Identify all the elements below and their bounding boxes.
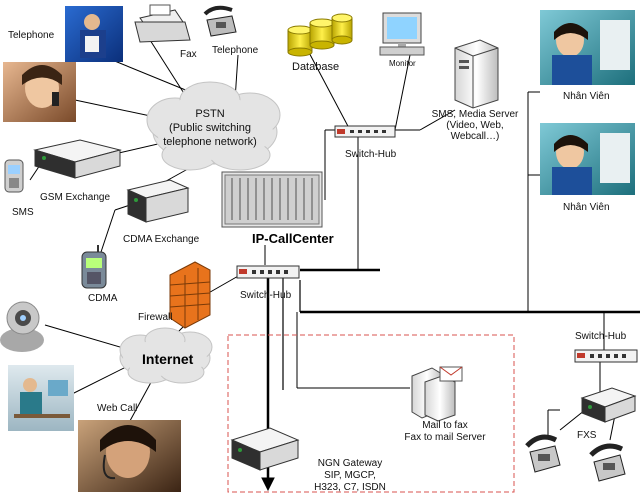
label-ngn-3: H323, C7, ISDN <box>314 482 386 493</box>
internet-cloud <box>119 327 213 384</box>
label-nhan-vien-1: Nhân Viên <box>563 91 610 102</box>
mail-fax-server-icon <box>411 366 463 422</box>
pstn-cloud <box>146 81 281 171</box>
label-database: Database <box>292 61 339 73</box>
ngn-gateway-device <box>230 427 300 471</box>
webcam-photo <box>0 301 44 352</box>
desk-phone-fxs-1 <box>525 434 561 473</box>
media-server-icon <box>454 39 499 109</box>
telephone-user-photo <box>65 6 123 62</box>
label-telephone-fax: Telephone <box>212 45 259 56</box>
label-mail-fax-2: Fax to mail Server <box>404 432 486 443</box>
label-internet: Internet <box>142 351 194 367</box>
label-monitor: Monitor <box>389 59 416 68</box>
label-switch-hub-top: Switch-Hub <box>345 149 397 160</box>
desk-telephone-icon <box>203 5 237 37</box>
label-gsm-exchange: GSM Exchange <box>40 192 110 203</box>
label-mail-fax-1: Mail to fax <box>422 420 468 431</box>
sms-phone-icon <box>4 159 24 193</box>
label-switch-hub-right: Switch-Hub <box>575 331 627 342</box>
label-ngn-2: SIP, MGCP, <box>324 470 376 481</box>
agent-photo-2 <box>540 123 635 195</box>
cdma-exchange-device <box>126 179 190 223</box>
label-cdma: CDMA <box>88 293 118 304</box>
database-icon <box>287 13 353 57</box>
label-media-server-3: Webcall…) <box>451 131 500 142</box>
label-ngn-1: NGN Gateway <box>318 458 382 469</box>
web-call-photo <box>8 365 74 431</box>
label-firewall: Firewall <box>138 312 172 323</box>
firewall-icon <box>169 261 211 329</box>
label-pstn-1: PSTN <box>195 108 224 120</box>
label-sms: SMS <box>12 207 34 218</box>
label-media-server-2: (Video, Web, <box>446 120 503 131</box>
switch-hub-main <box>236 265 300 279</box>
fax-icon <box>134 4 191 43</box>
ip-callcenter-rack <box>221 171 323 228</box>
label-pstn-2: (Public switching <box>169 122 251 134</box>
switch-hub-right <box>574 349 638 363</box>
agent-photo-1 <box>540 10 635 85</box>
label-nhan-vien-2: Nhân Viên <box>563 202 610 213</box>
server-zone-border <box>227 334 515 493</box>
gsm-exchange-device <box>33 139 122 179</box>
label-telephone-top: Telephone <box>8 30 55 41</box>
fxs-device <box>580 387 637 423</box>
label-ip-callcenter: IP-CallCenter <box>252 231 334 246</box>
label-fax: Fax <box>180 49 197 60</box>
monitor-icon <box>379 12 425 56</box>
headset-agent-photo <box>78 420 181 492</box>
cdma-phone-icon <box>81 245 107 289</box>
label-switch-hub-main: Switch-Hub <box>240 290 292 301</box>
desk-phone-fxs-2 <box>589 443 626 482</box>
label-pstn-3: telephone network) <box>163 136 257 148</box>
mobile-user-photo <box>3 62 76 122</box>
switch-hub-top <box>334 125 396 138</box>
label-media-server-1: SMS, Media Server <box>432 109 519 120</box>
label-fxs: FXS <box>577 430 597 441</box>
label-web-call: Web Call <box>97 403 137 414</box>
label-cdma-exchange: CDMA Exchange <box>123 234 200 245</box>
